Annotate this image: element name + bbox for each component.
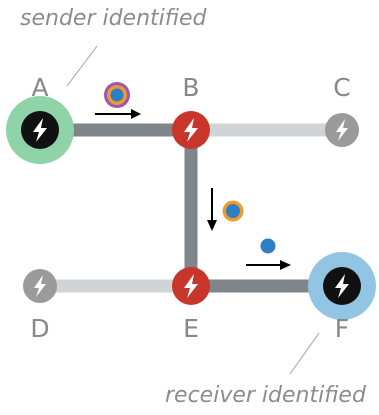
- packet-layered-two: [222, 200, 244, 222]
- node-f: [323, 267, 361, 305]
- receiver-annotation: receiver identified: [165, 383, 366, 408]
- lightning-bolt-icon: [336, 119, 348, 141]
- lightning-bolt-icon: [184, 274, 198, 298]
- node-d: [23, 269, 57, 303]
- packet-core-only: [260, 238, 276, 254]
- arrow-right-icon: [246, 260, 291, 270]
- arrow-down-icon: [207, 188, 217, 231]
- packet-core: [226, 204, 240, 218]
- node-label-d: D: [30, 314, 50, 343]
- lightning-bolt-icon: [184, 118, 198, 142]
- sender-annotation-pointer: [66, 45, 98, 87]
- node-label-e: E: [183, 314, 199, 343]
- lightning-bolt-icon: [34, 275, 46, 297]
- arrow-right-icon: [95, 109, 141, 119]
- lightning-bolt-icon: [33, 118, 47, 142]
- sender-annotation: sender identified: [20, 6, 207, 31]
- node-a: [21, 111, 59, 149]
- node-label-f: F: [334, 314, 350, 343]
- node-e: [172, 267, 210, 305]
- node-b: [172, 111, 210, 149]
- packet-layered-three: [104, 82, 130, 108]
- packet-core: [110, 88, 124, 102]
- node-label-b: B: [182, 73, 200, 102]
- node-c: [325, 113, 359, 147]
- receiver-annotation-pointer: [289, 332, 320, 375]
- node-label-a: A: [31, 73, 49, 102]
- lightning-bolt-icon: [335, 274, 349, 298]
- packet-core: [260, 238, 276, 254]
- node-label-c: C: [333, 73, 351, 102]
